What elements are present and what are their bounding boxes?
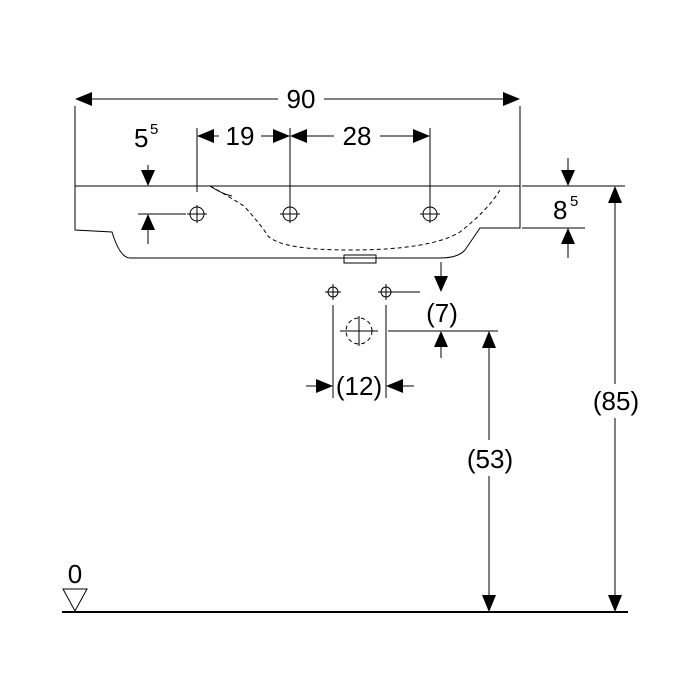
label-drain-height: (53) [467,444,513,474]
label-overall-width: 90 [287,84,316,114]
label-drain-drop: (7) [426,298,458,328]
drain-crosshair-right [378,284,420,300]
drain-outlet-circle [340,316,378,346]
label-drain-spacing: (12) [336,371,382,401]
dimension-hole-offset: 5 5 [134,121,186,244]
label-total-height: (85) [593,386,639,416]
dimension-total-height: (85) [586,186,644,612]
label-hole-offset: 5 [134,123,148,153]
dimension-basin-height: 8 5 [522,158,625,258]
label-hole-offset-sup: 5 [150,121,158,138]
label-hole-spacing-right: 28 [343,121,372,151]
tap-hole-left [187,205,207,223]
dimension-drain-height: (53) [462,331,518,612]
dimension-hole-spacing: 19 28 [196,120,431,205]
tap-hole-center [280,205,300,223]
label-basin-height-sup: 5 [570,193,578,210]
floor-level: 0 [62,559,628,613]
label-hole-spacing-left: 19 [226,121,255,151]
label-floor-level: 0 [68,559,82,589]
dimension-drain-drop: (7) [426,262,458,358]
label-basin-height: 8 [553,195,567,225]
washbasin-outline [74,106,521,264]
dimension-overall-width: 90 [75,84,520,114]
dimension-drain-spacing: (12) [306,371,414,401]
drain-crosshair-left [325,284,341,300]
tap-hole-right [420,205,440,223]
drain-symbols [325,284,498,398]
